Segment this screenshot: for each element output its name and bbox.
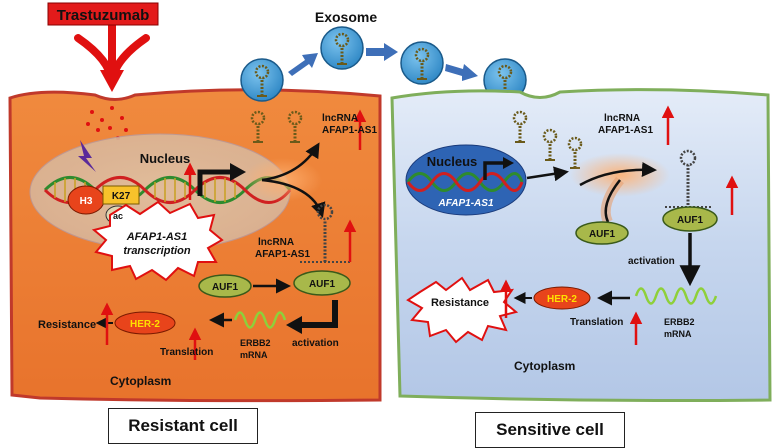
sensitive-dna-icon bbox=[406, 172, 524, 192]
lnc-top-label-1: lncRNA bbox=[322, 113, 358, 124]
lnc-mid-label-2: AFAP1-AS1 bbox=[255, 249, 310, 260]
lightning-icon bbox=[78, 140, 96, 172]
sensitive-gene-label: AFAP1-AS1 bbox=[437, 198, 493, 209]
transcription-start-arrow bbox=[197, 169, 232, 196]
resistant-nucleus-label: Nucleus bbox=[140, 151, 191, 166]
auf1-free-label-sensitive: AUF1 bbox=[589, 229, 616, 240]
her2-sensitive bbox=[533, 286, 591, 310]
erbb2-label-resistant-2: mRNA bbox=[240, 350, 268, 360]
sensitive-cell-label: Sensitive cell bbox=[475, 412, 625, 448]
resistance-label-sensitive: Resistance bbox=[431, 297, 489, 309]
lnc-top-label-2: AFAP1-AS1 bbox=[322, 125, 377, 136]
erbb2-mrna-resistant bbox=[233, 311, 287, 329]
auf1-free-resistant bbox=[198, 274, 252, 298]
ac-label: ac bbox=[113, 211, 123, 221]
drug-particles bbox=[86, 106, 128, 140]
erbb2-label-resistant-1: ERBB2 bbox=[240, 338, 271, 348]
auf1-free-label-resistant: AUF1 bbox=[212, 282, 239, 293]
erbb2-label-sensitive-2: mRNA bbox=[664, 329, 692, 339]
cytoplasm-label-sensitive: Cytoplasm bbox=[514, 359, 575, 373]
transcription-label-2: transcription bbox=[123, 245, 191, 257]
auf1-bound-sensitive bbox=[662, 206, 718, 232]
auf1-bound-resistant bbox=[293, 270, 351, 296]
activation-label-resistant: activation bbox=[292, 338, 339, 349]
auf1-bound-label-resistant: AUF1 bbox=[309, 279, 336, 290]
translation-label-resistant: Translation bbox=[160, 347, 213, 358]
lnc-bound-hairpin-sensitive bbox=[665, 149, 712, 208]
resistant-cell-label: Resistant cell bbox=[108, 408, 258, 444]
trastuzumab-box bbox=[47, 2, 159, 26]
exosome-chain bbox=[240, 26, 527, 102]
transcription-starburst bbox=[91, 200, 224, 282]
resistance-starburst-sensitive bbox=[406, 276, 519, 344]
lnc-bound-hairpin bbox=[300, 203, 350, 263]
her2-label-resistant: HER-2 bbox=[130, 319, 160, 330]
auf1-bound-label-sensitive: AUF1 bbox=[677, 215, 704, 226]
auf1-free-sensitive bbox=[575, 221, 629, 245]
her2-label-sensitive: HER-2 bbox=[547, 294, 577, 305]
her2-resistant bbox=[114, 311, 176, 335]
exosome-label: Exosome bbox=[315, 9, 377, 25]
erbb2-label-sensitive-1: ERBB2 bbox=[664, 317, 695, 327]
lnc-mid-label-1: lncRNA bbox=[258, 237, 294, 248]
activation-label-sensitive: activation bbox=[628, 256, 675, 267]
translation-label-sensitive: Translation bbox=[570, 317, 623, 328]
erbb2-mrna-sensitive bbox=[634, 287, 718, 305]
histone-label: H3 bbox=[80, 196, 93, 207]
resistance-label-resistant: Resistance bbox=[38, 319, 96, 331]
transcription-label-1: AFAP1-AS1 bbox=[126, 231, 188, 243]
sensitive-nucleus-label: Nucleus bbox=[427, 154, 478, 169]
trastuzumab-label: Trastuzumab bbox=[57, 7, 150, 24]
sensitive-cell-membrane bbox=[390, 88, 772, 402]
sensitive-lnc-label-2: AFAP1-AS1 bbox=[598, 125, 653, 136]
cytoplasm-label-resistant: Cytoplasm bbox=[110, 374, 171, 388]
k27-label: K27 bbox=[112, 191, 131, 202]
k27-mark bbox=[102, 185, 140, 205]
sensitive-lnc-label-1: lncRNA bbox=[604, 113, 640, 124]
